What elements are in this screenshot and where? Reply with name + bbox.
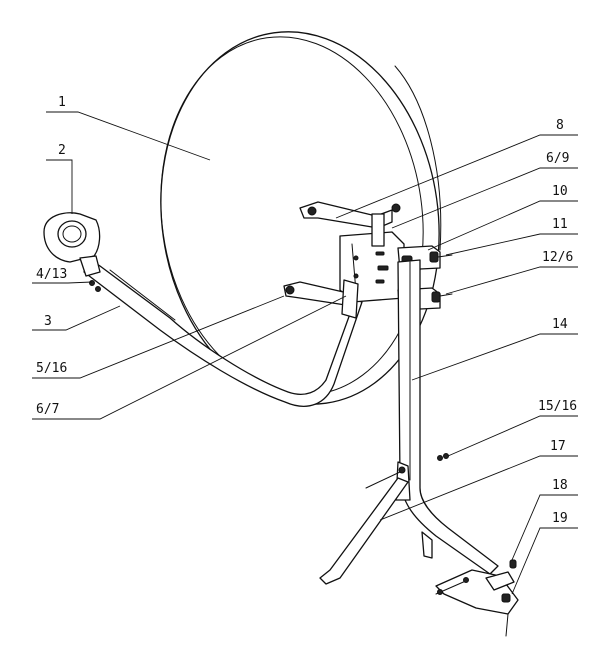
callout-1: 1 [58, 95, 66, 110]
dish-reflector [160, 31, 442, 405]
callout-11: 11 [552, 217, 568, 232]
lower-bracket [283, 279, 359, 319]
callout-19: 19 [552, 511, 568, 526]
callout-2: 2 [58, 143, 66, 158]
callout-14: 14 [552, 317, 568, 332]
upper-bracket [299, 201, 401, 247]
callout-4-13: 4/13 [36, 267, 67, 282]
callout-5-16: 5/16 [36, 361, 67, 376]
callout-17: 17 [550, 439, 566, 454]
feed-arm [83, 257, 363, 407]
callout-3: 3 [44, 314, 52, 329]
callout-6-7: 6/7 [36, 402, 59, 417]
callout-10: 10 [552, 184, 568, 199]
callout-8: 8 [556, 118, 564, 133]
callout-6-9: 6/9 [546, 151, 569, 166]
callout-labels: 1 2 4/13 3 5/16 6/7 8 6/9 10 11 12/6 14 … [36, 95, 577, 526]
foot-plate [421, 531, 519, 637]
callout-15-16: 15/16 [538, 399, 577, 414]
support-leg [319, 477, 409, 585]
callout-12-6: 12/6 [542, 250, 573, 265]
mast-pole [397, 259, 499, 575]
callout-18: 18 [552, 478, 568, 493]
callout-leaders [32, 111, 578, 595]
lnb-holder [43, 212, 101, 292]
